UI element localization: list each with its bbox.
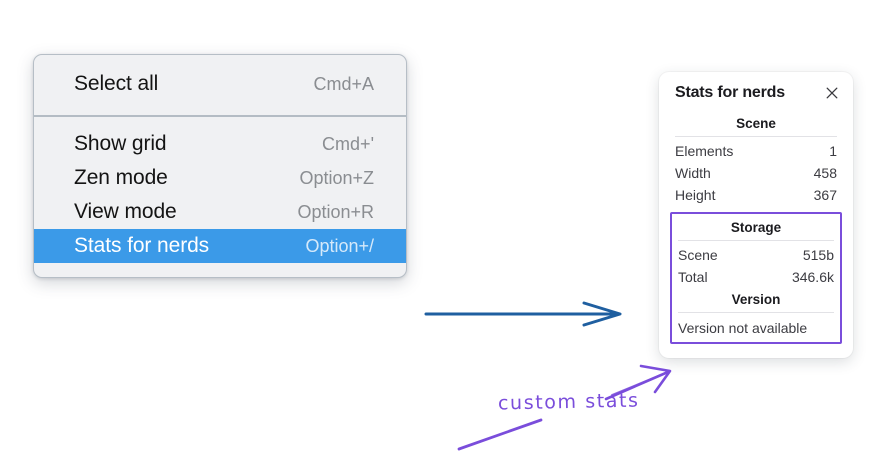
stat-key: Scene [678,247,718,263]
menu-item-shortcut: Option+R [297,201,374,222]
menu-item-show-grid[interactable]: Show grid Cmd+' [34,127,406,161]
scene-heading: Scene [736,116,776,131]
stat-key: Total [678,269,708,285]
menu-item-label: Show grid [74,132,167,155]
stat-row-storage-total: Total 346.6k [674,266,838,288]
storage-heading: Storage [730,220,782,235]
menu-item-shortcut: Option+Z [299,167,374,188]
menu-item-stats-for-nerds[interactable]: Stats for nerds Option+/ [34,229,406,263]
stat-row-elements: Elements 1 [671,140,841,162]
stat-key: Width [675,165,711,181]
version-heading: Version [731,292,781,307]
menu-item-label: Zen mode [74,166,168,189]
stat-value: 1 [829,143,837,159]
stat-value: 458 [813,165,837,181]
stat-value: 346.6k [791,269,834,285]
menu-divider [34,115,406,117]
stat-row-storage-scene: Scene 515b [674,244,838,266]
menu-item-view-mode[interactable]: View mode Option+R [34,195,406,229]
version-text: Version not available [678,320,808,336]
stat-key: Height [675,187,716,203]
context-menu[interactable]: Select all Cmd+A Show grid Cmd+' Zen mod… [33,54,407,278]
stat-row-width: Width 458 [671,162,841,184]
underline-stroke [457,418,543,451]
arrow-right-icon [424,301,622,327]
version-section: Version Version not available [674,288,838,338]
stats-panel-header: Stats for nerds [671,84,841,102]
stats-for-nerds-panel: Stats for nerds Scene Elements 1 Width 4… [659,72,853,358]
scene-section: Scene Elements 1 Width 458 Height 367 [671,114,841,206]
menu-item-shortcut: Option+/ [305,235,374,256]
close-icon[interactable] [824,85,840,101]
divider [675,136,837,137]
menu-item-shortcut: Cmd+' [322,133,374,154]
menu-item-shortcut: Cmd+A [313,73,374,94]
menu-section-2: Show grid Cmd+' Zen mode Option+Z View m… [34,117,406,277]
menu-item-label: Select all [74,72,159,95]
menu-item-label: Stats for nerds [74,234,210,257]
storage-section: Storage Scene 515b Total 346.6k [674,216,838,288]
menu-item-zen-mode[interactable]: Zen mode Option+Z [34,161,406,195]
handwritten-note: custom stats [497,389,640,415]
panel-title: Stats for nerds [675,84,785,101]
stat-row-height: Height 367 [671,184,841,206]
divider [678,312,834,313]
stat-value: 515b [802,247,834,263]
menu-item-select-all[interactable]: Select all Cmd+A [34,67,406,101]
stat-value: 367 [813,187,837,203]
menu-section-1: Select all Cmd+A [34,55,406,115]
menu-item-label: View mode [74,200,177,223]
custom-stats-highlight-box: Storage Scene 515b Total 346.6k Version … [670,212,842,344]
divider [678,240,834,241]
stat-key: Elements [675,143,734,159]
